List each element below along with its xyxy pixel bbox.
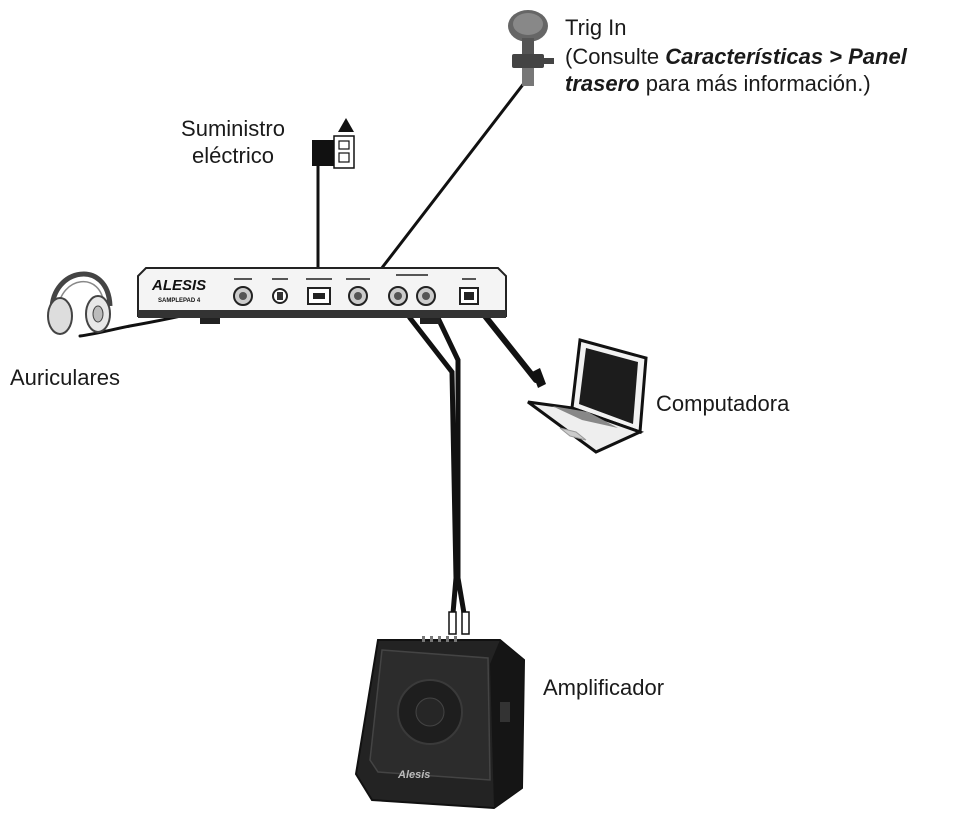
device-model: SAMPLEPAD 4 xyxy=(158,298,201,304)
amplifier-device: Alesis xyxy=(354,611,526,810)
warning-icon xyxy=(338,118,354,132)
cables xyxy=(78,76,539,628)
headphones-label: Auriculares xyxy=(10,365,121,390)
trigger-cable xyxy=(366,76,530,288)
phones-jack xyxy=(233,286,253,306)
computer-label: Computadora xyxy=(656,391,790,416)
trigger-pad xyxy=(508,10,554,86)
trig-in-label: Trig In xyxy=(565,15,627,40)
trig-in-jack xyxy=(348,286,368,306)
output-jack-right xyxy=(416,286,436,306)
power-jack xyxy=(307,287,331,305)
samplepad-device: ALESIS SAMPLEPAD 4 xyxy=(137,267,507,324)
volume-knob xyxy=(272,288,288,304)
laptop xyxy=(527,338,648,454)
headphones-device xyxy=(47,271,113,335)
output-jack-left xyxy=(388,286,408,306)
power-supply-label: Suministro eléctrico xyxy=(181,116,285,168)
device-brand: ALESIS xyxy=(151,277,206,294)
power-adapter xyxy=(312,118,355,169)
trig-in-note: (Consulte Características > Panel traser… xyxy=(565,44,907,96)
amp-brand: Alesis xyxy=(397,769,430,781)
output-cable-left xyxy=(396,297,459,628)
amplifier-label: Amplificador xyxy=(543,675,665,700)
amp-input-plugs xyxy=(448,611,470,635)
usb-port xyxy=(459,287,479,305)
